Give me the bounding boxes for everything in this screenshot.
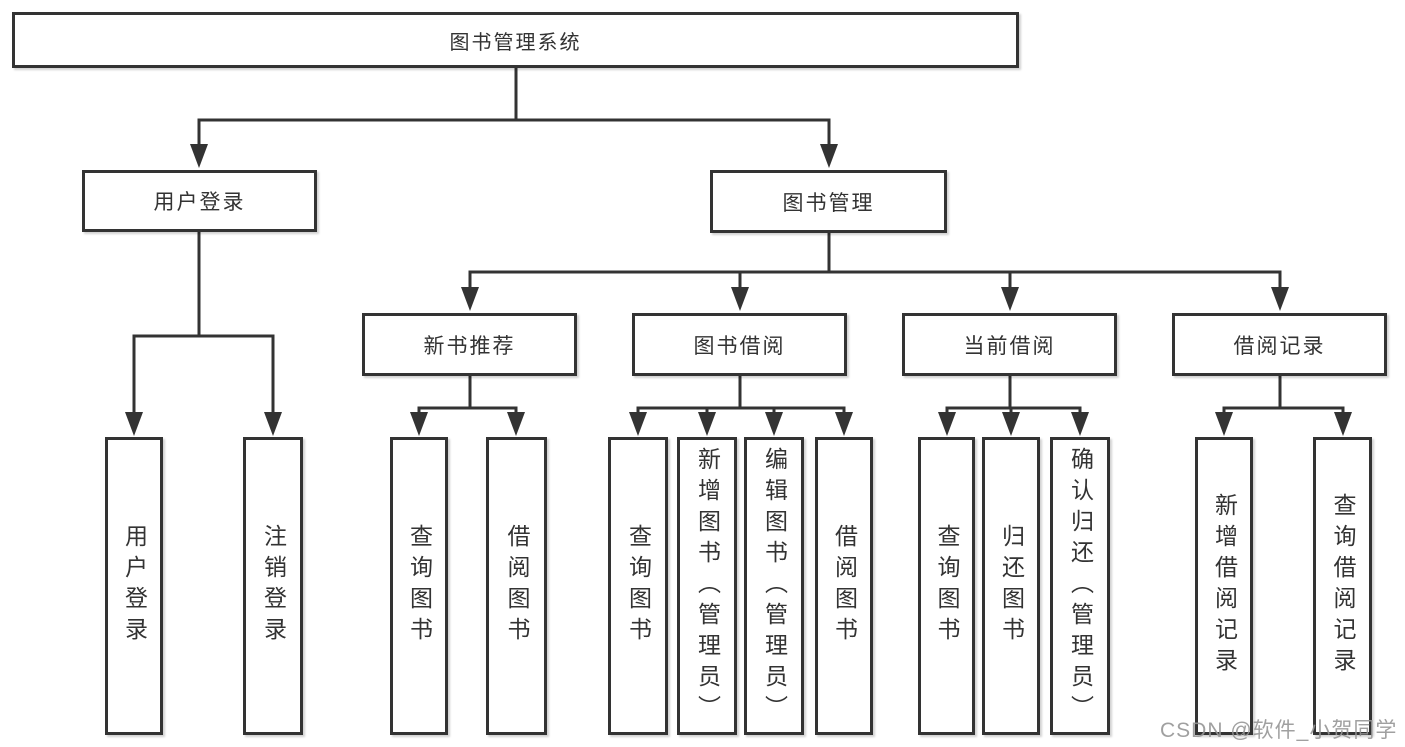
node-user-login: 用户登录 <box>82 170 317 232</box>
leaf-newbook-borrow-books-label: 借阅图书 <box>504 524 530 648</box>
node-new-book-recommend: 新书推荐 <box>362 313 577 376</box>
node-root-label: 图书管理系统 <box>449 31 582 54</box>
leaf-borrow-edit-books-admin-label: 编辑图书（管理员） <box>761 446 788 726</box>
leaf-record-query-record: 查询借阅记录 <box>1313 437 1372 735</box>
leaf-logout-login: 注销登录 <box>243 437 303 735</box>
leaf-borrow-add-books-admin: 新增图书（管理员） <box>677 437 737 735</box>
leaf-user-login-label: 用户登录 <box>121 524 148 648</box>
leaf-newbook-query-books: 查询图书 <box>390 437 448 735</box>
leaf-borrow-borrow-books: 借阅图书 <box>815 437 873 735</box>
node-borrow-record: 借阅记录 <box>1172 313 1387 376</box>
node-book-management-label: 图书管理 <box>782 191 875 215</box>
leaf-current-confirm-return-admin: 确认归还（管理员） <box>1050 437 1110 735</box>
node-book-borrow-label: 图书借阅 <box>693 334 786 358</box>
csdn-watermark: CSDN @软件_小贺同学 <box>1160 719 1398 742</box>
node-borrow-record-label: 借阅记录 <box>1233 334 1326 358</box>
leaf-newbook-query-books-label: 查询图书 <box>406 524 433 648</box>
leaf-current-query-books: 查询图书 <box>918 437 975 735</box>
node-book-management: 图书管理 <box>710 170 947 233</box>
leaf-borrow-edit-books-admin: 编辑图书（管理员） <box>744 437 804 735</box>
leaf-current-return-books-label: 归还图书 <box>998 524 1025 648</box>
node-new-book-recommend-label: 新书推荐 <box>423 334 516 358</box>
node-book-borrow: 图书借阅 <box>632 313 847 376</box>
leaf-borrow-query-books-label: 查询图书 <box>625 524 652 648</box>
leaf-record-add-record-label: 新增借阅记录 <box>1211 493 1238 679</box>
leaf-current-confirm-return-admin-label: 确认归还（管理员） <box>1067 446 1094 726</box>
leaf-borrow-borrow-books-label: 借阅图书 <box>831 524 858 648</box>
leaf-user-login: 用户登录 <box>105 437 163 735</box>
node-user-login-label: 用户登录 <box>153 191 246 214</box>
leaf-newbook-borrow-books: 借阅图书 <box>486 437 547 735</box>
leaf-logout-login-label: 注销登录 <box>260 524 287 648</box>
leaf-borrow-query-books: 查询图书 <box>608 437 668 735</box>
leaf-record-query-record-label: 查询借阅记录 <box>1330 493 1356 679</box>
node-current-borrow: 当前借阅 <box>902 313 1117 376</box>
leaf-current-return-books: 归还图书 <box>982 437 1040 735</box>
node-root-system: 图书管理系统 <box>12 12 1019 68</box>
leaf-record-add-record: 新增借阅记录 <box>1195 437 1253 735</box>
leaf-current-query-books-label: 查询图书 <box>934 524 960 648</box>
node-current-borrow-label: 当前借阅 <box>963 334 1056 358</box>
leaf-borrow-add-books-admin-label: 新增图书（管理员） <box>694 446 721 726</box>
